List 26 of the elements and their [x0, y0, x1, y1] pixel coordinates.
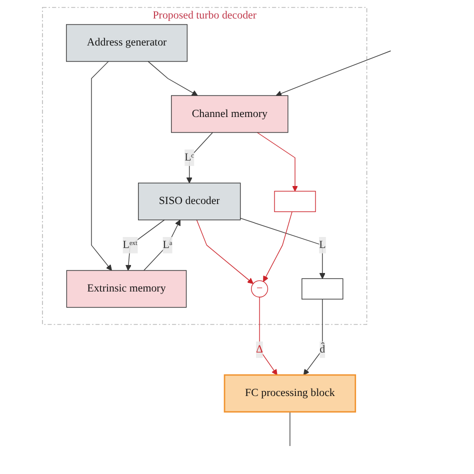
node-box: [301, 278, 344, 300]
node-box: Extrinsic memory: [66, 270, 187, 308]
edge-label: Δ: [256, 344, 263, 356]
edge-label: Lᵉˣᵗ: [122, 239, 138, 251]
arrow: [125, 220, 165, 271]
arrow: [256, 132, 298, 192]
node-circle: −: [250, 280, 268, 298]
arrow: [186, 132, 213, 184]
node-box: [274, 190, 316, 212]
node-box: FC processing block: [224, 374, 356, 413]
node-box: Address generator: [66, 24, 188, 62]
arrow: [240, 218, 326, 279]
arrow: [148, 61, 198, 96]
edge-label: L: [318, 239, 326, 251]
edge-label: Lᶜ: [184, 152, 194, 164]
edge-label: Lᵃ: [162, 239, 172, 251]
arrow: [143, 220, 180, 271]
edge-label: d̂: [320, 344, 326, 356]
arrow: [263, 211, 292, 282]
node-box: SISO decoder: [138, 182, 241, 220]
arrow: [91, 61, 112, 271]
node-box: Channel memory: [170, 95, 288, 133]
arrow: [303, 298, 323, 376]
arrow: [259, 296, 278, 376]
arrow: [276, 50, 391, 96]
arrow: [196, 220, 254, 284]
